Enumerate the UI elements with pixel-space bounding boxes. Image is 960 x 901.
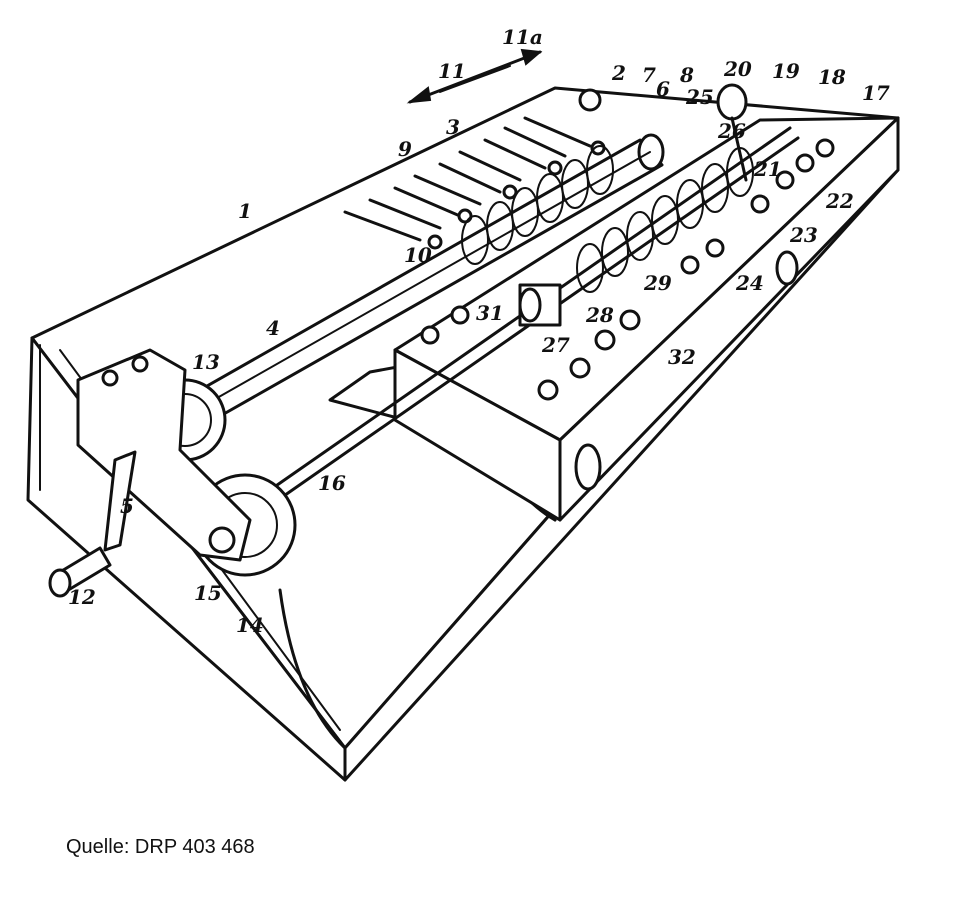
reference-numerals: 1 2 3 4 5 6 7 8 9 10 11 11a 12 13 14 15 … [68,25,890,637]
numeral-17: 17 [862,81,890,105]
numeral-31: 31 [476,301,504,325]
numeral-24: 24 [735,271,764,295]
numeral-14: 14 [236,613,264,637]
numeral-19: 19 [772,59,800,83]
numeral-15: 15 [194,581,222,605]
numeral-1: 1 [238,199,252,223]
numeral-12: 12 [68,585,96,609]
slider-block [518,283,562,327]
numeral-5: 5 [120,494,134,518]
numeral-8: 8 [679,63,694,87]
numeral-21: 21 [753,157,782,181]
numeral-16: 16 [318,471,346,495]
numeral-6: 6 [656,77,670,101]
lever [578,83,748,182]
numeral-10: 10 [404,243,432,267]
numeral-11a: 11a [502,25,543,49]
numeral-7: 7 [642,63,656,87]
numeral-18: 18 [818,65,846,89]
numeral-25: 25 [685,85,714,109]
crank-handle [48,450,137,598]
numeral-13: 13 [192,350,220,374]
drum-cylinder [198,133,665,417]
numeral-28: 28 [585,303,614,327]
numeral-22: 22 [825,189,854,213]
numeral-2: 2 [611,61,626,85]
numeral-26: 26 [717,119,746,143]
carriage-plate [393,116,900,522]
numeral-9: 9 [398,137,412,161]
direction-arrow [406,48,543,104]
numeral-23: 23 [789,223,818,247]
numeral-3: 3 [446,115,460,139]
numeral-20: 20 [723,57,752,81]
plate-holes [420,138,835,401]
numeral-27: 27 [541,333,570,357]
numeral-11: 11 [438,59,466,83]
source-caption: Quelle: DRP 403 468 [66,836,255,858]
numeral-32: 32 [668,345,696,369]
numeral-4: 4 [266,316,280,340]
numeral-29: 29 [643,271,672,295]
